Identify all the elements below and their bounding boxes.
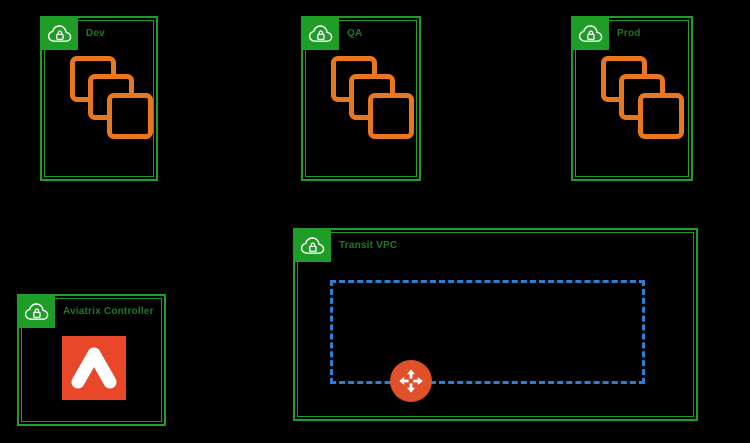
instance-stack-prod[interactable] — [601, 56, 685, 140]
cloud-lock-icon — [42, 18, 78, 50]
cloud-lock-icon — [19, 296, 55, 328]
vpc-group-transit-vpc[interactable]: Transit VPC — [293, 228, 698, 421]
vpc-label-prod: Prod — [617, 28, 641, 39]
cloud-lock-icon — [295, 230, 331, 262]
vpc-group-aviatrix-controller[interactable]: Aviatrix Controller — [17, 294, 166, 426]
instance-stack-dev[interactable] — [70, 56, 154, 140]
transit-gateway-router-icon[interactable] — [390, 360, 432, 402]
vpc-group-qa[interactable]: QA — [301, 16, 421, 181]
cloud-lock-icon — [303, 18, 339, 50]
instance-square — [368, 93, 414, 139]
subnet-boundary[interactable] — [330, 280, 645, 402]
instance-stack-qa[interactable] — [331, 56, 415, 140]
vpc-label-dev: Dev — [86, 28, 105, 39]
aviatrix-logo-icon[interactable] — [62, 336, 126, 400]
vpc-label-qa: QA — [347, 28, 363, 39]
cloud-lock-icon — [573, 18, 609, 50]
instance-square — [107, 93, 153, 139]
vpc-label-transit-vpc: Transit VPC — [339, 240, 398, 251]
vpc-group-dev[interactable]: Dev — [40, 16, 158, 181]
vpc-label-aviatrix-controller: Aviatrix Controller — [63, 306, 154, 317]
instance-square — [638, 93, 684, 139]
vpc-group-prod[interactable]: Prod — [571, 16, 693, 181]
